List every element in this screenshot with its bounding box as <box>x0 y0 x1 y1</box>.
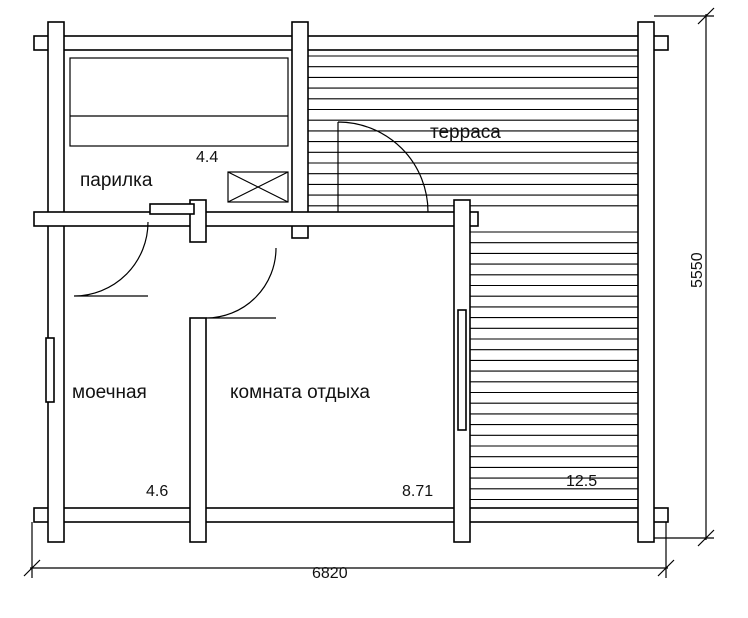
height-dimension-label: 5550 <box>689 252 706 288</box>
terrace-name: терраса <box>430 122 501 143</box>
right-window <box>457 309 467 431</box>
top-wall <box>33 35 669 51</box>
dimension-lines <box>23 7 715 578</box>
right-wall <box>637 21 655 543</box>
width-tick-left <box>23 559 41 577</box>
steam-room-name: парилка <box>80 170 153 191</box>
rest-room-name: комната отдыха <box>230 382 370 403</box>
steam-terrace-wall <box>291 21 309 239</box>
height-tick-top <box>697 7 715 25</box>
washroom-name: моечная <box>72 382 147 403</box>
terrace-area: 12.5 <box>566 473 597 490</box>
terrace-door <box>337 121 429 213</box>
width-tick-right <box>657 559 675 577</box>
rest-room-area: 8.71 <box>402 483 433 500</box>
left-window <box>45 337 55 403</box>
walls <box>33 21 669 543</box>
steam-room-door <box>73 221 149 297</box>
washroom-area: 4.6 <box>146 483 168 500</box>
stove-cross-b <box>227 171 289 203</box>
stove <box>227 171 289 203</box>
width-dimension-label: 6820 <box>312 565 348 582</box>
bottom-wall <box>33 507 669 523</box>
sauna-bench <box>69 57 289 147</box>
height-tick-bottom <box>697 529 715 547</box>
left-wall <box>47 21 65 543</box>
bench-outline <box>69 57 289 147</box>
wash-rest-wall-bottom <box>189 317 207 543</box>
steam-door-step <box>149 203 195 215</box>
terrace-decking-upper <box>308 55 638 207</box>
terrace-decking-right <box>470 231 638 501</box>
doors <box>73 121 429 319</box>
middle-wall <box>33 211 479 227</box>
stove-box <box>227 171 289 203</box>
rest-room-door <box>205 247 277 319</box>
steam-room-area: 4.4 <box>196 149 218 166</box>
